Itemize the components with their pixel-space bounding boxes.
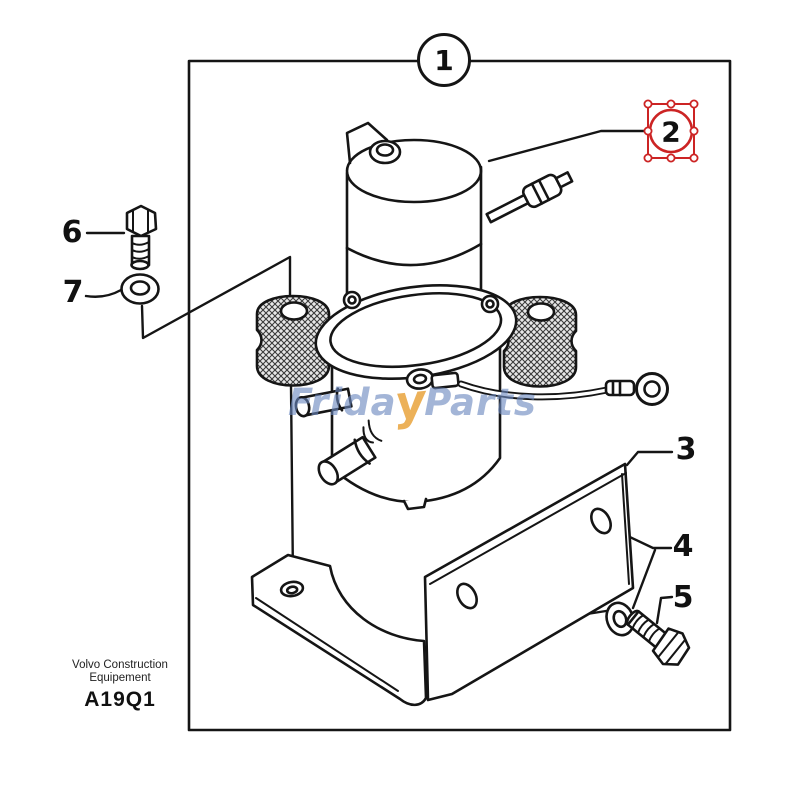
hose-fitting-upper <box>294 387 353 418</box>
callout-5-label[interactable]: 5 <box>672 580 694 615</box>
electrical-connector <box>485 171 574 224</box>
callout-4-label[interactable]: 4 <box>672 529 694 564</box>
callout-7-label[interactable]: 7 <box>62 275 84 310</box>
callout-2-label[interactable]: 2 <box>661 115 681 149</box>
pump-lower-bowl <box>330 346 502 511</box>
ground-wire <box>457 372 669 406</box>
pump-flange <box>314 283 518 390</box>
callout-6-label[interactable]: 6 <box>61 215 83 250</box>
rubber-mount-left <box>255 294 331 387</box>
pump-top-terminal <box>345 121 402 165</box>
pump-upper-cylinder <box>345 138 483 310</box>
bolt-item6 <box>125 204 158 271</box>
mounting-bracket <box>250 462 635 707</box>
callout-3-label[interactable]: 3 <box>675 432 697 467</box>
footer-brand-line2: Equipement <box>89 672 151 684</box>
bolt-item5 <box>625 609 691 666</box>
footer-brand-line1: Volvo Construction <box>72 659 168 671</box>
hose-fitting-lower <box>317 419 383 486</box>
footer-block: Volvo Construction Equipement A19Q1 <box>56 659 184 712</box>
washer-item7 <box>120 273 160 305</box>
washer-item4 <box>605 601 635 637</box>
callout-2-selection <box>643 99 699 163</box>
callout-1-balloon[interactable]: 1 <box>417 33 471 87</box>
footer-figure-code: A19Q1 <box>84 688 156 711</box>
rubber-mount-right <box>502 295 578 388</box>
callout-1-label: 1 <box>434 43 454 77</box>
